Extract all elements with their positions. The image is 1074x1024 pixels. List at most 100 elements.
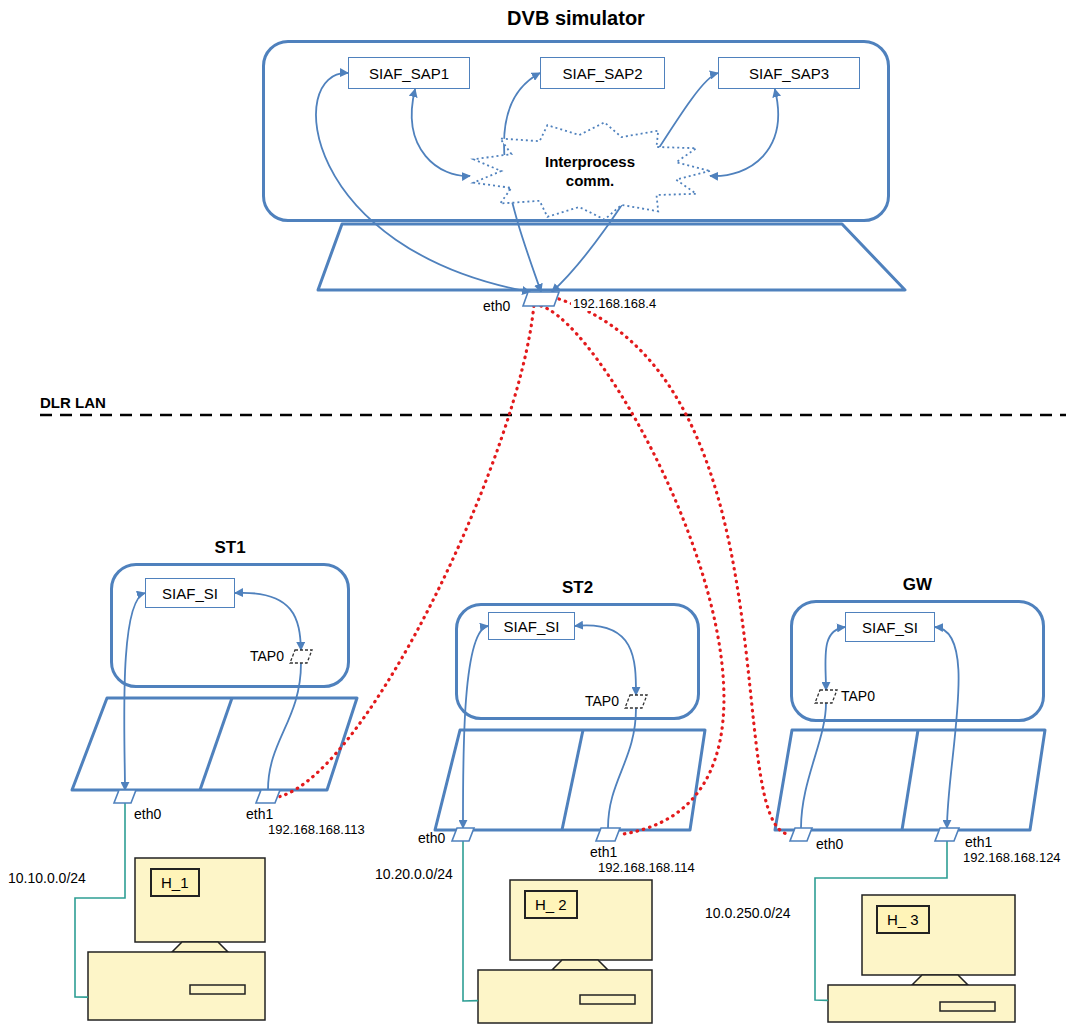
- subnet-label: 10.0.250.0/24: [705, 905, 791, 921]
- laptop-base: [435, 730, 705, 830]
- network-port: eth1192.168.168.113: [256, 790, 280, 803]
- port-shape: [935, 828, 959, 841]
- drive-slot: [940, 1002, 995, 1011]
- laptop-divider: [562, 730, 583, 830]
- ip-address: 192.168.168.113: [266, 822, 367, 837]
- tap-outline: [290, 650, 312, 663]
- process-label: SIAF_SAP3: [749, 65, 829, 82]
- ip-address: 192.168.168.4: [571, 296, 658, 311]
- process-box: SIAF_SI: [845, 612, 935, 642]
- lan-cable: [463, 841, 478, 1001]
- data-flow: [124, 593, 145, 790]
- tap-shape: [290, 650, 312, 663]
- process-label: SIAF_SI: [162, 585, 218, 602]
- process-box: SIAF_SI: [145, 578, 235, 608]
- network-name: DLR LAN: [40, 394, 106, 411]
- port-shape: [596, 828, 620, 841]
- tap-shape: [815, 690, 837, 703]
- process-box: SIAF_SAP1: [348, 57, 470, 89]
- data-flow: [575, 625, 636, 695]
- ip-address: 192.168.168.124: [961, 850, 1063, 865]
- pc-case: [828, 985, 1015, 1022]
- network-port: eth1192.168.168.124: [935, 828, 959, 841]
- process-box: SIAF_SAP3: [718, 57, 860, 89]
- process-box: SIAF_SAP2: [540, 57, 665, 89]
- tap-interface: TAP0: [290, 650, 312, 663]
- port-outline: [596, 828, 620, 841]
- pc-case: [88, 952, 265, 1020]
- monitor-stand: [552, 960, 608, 970]
- port-outline: [790, 828, 812, 841]
- drive-slot: [580, 995, 635, 1004]
- data-flow: [608, 708, 636, 828]
- station-screen: ST2SIAF_SITAP0: [455, 603, 700, 720]
- lan-cable: [75, 803, 125, 997]
- monitor: [510, 880, 652, 960]
- port-shape: [114, 790, 136, 803]
- ipc-cloud: Interprocess comm.: [470, 122, 710, 220]
- process-label: SIAF_SAP2: [562, 65, 642, 82]
- data-flow: [825, 627, 845, 690]
- network-port: eth1192.168.168.114: [596, 828, 620, 841]
- host-name: H_1: [150, 868, 200, 897]
- interface-name: eth1: [965, 834, 992, 850]
- monitor-stand: [172, 942, 228, 952]
- port-outline: [256, 790, 280, 803]
- monitor: [862, 895, 1015, 975]
- laptop-divider: [200, 698, 232, 790]
- subnet-label: 10.10.0.0/24: [8, 870, 86, 886]
- laptop-base: [318, 224, 905, 290]
- tap-shape: [625, 695, 647, 708]
- station-screen: ST1SIAF_SITAP0: [110, 563, 350, 688]
- network-port: eth0: [790, 828, 812, 841]
- interface-name: eth1: [590, 844, 617, 860]
- host-name: H_ 3: [876, 905, 930, 934]
- port-outline: [935, 828, 959, 841]
- device-heading: ST1: [113, 538, 347, 558]
- interface-name: TAP0: [585, 693, 619, 709]
- port-outline: [114, 790, 136, 803]
- interface-name: TAP0: [841, 688, 875, 704]
- port-outline: [452, 828, 474, 841]
- gateway-screen: GWSIAF_SITAP0: [790, 600, 1045, 722]
- interface-name: eth0: [418, 830, 445, 846]
- process-label: SIAF_SAP1: [369, 65, 449, 82]
- interface-name: eth0: [816, 836, 843, 852]
- tap-outline: [815, 690, 837, 703]
- interface-name: eth1: [246, 806, 273, 822]
- monitor-stand: [912, 975, 968, 985]
- monitor: [135, 858, 265, 942]
- network-port: eth0: [114, 790, 136, 803]
- data-flow: [268, 663, 301, 790]
- tap-outline: [625, 695, 647, 708]
- interface-name: eth0: [134, 806, 161, 822]
- host-name: H_ 2: [524, 890, 578, 919]
- data-flow: [412, 89, 470, 176]
- tap-interface: TAP0: [625, 695, 647, 708]
- interface-name: eth0: [483, 298, 510, 314]
- ip-address: 192.168.168.114: [596, 860, 697, 875]
- data-flow: [463, 626, 488, 828]
- laptop-divider: [902, 730, 918, 830]
- host-computer: H_ 3: [828, 893, 1018, 1024]
- host-computer: H_1: [88, 856, 268, 1022]
- port-shape: [790, 828, 812, 841]
- process-label: SIAF_SI: [862, 619, 918, 636]
- interface-name: TAP0: [250, 648, 284, 664]
- lan-boundary: [40, 414, 1066, 417]
- data-flow: [935, 627, 959, 828]
- data-flow: [235, 593, 301, 650]
- device-heading: ST2: [458, 578, 697, 598]
- data-flow: [710, 89, 778, 176]
- satellite-link: [559, 299, 790, 835]
- port-shape: [256, 790, 280, 803]
- lan-cable: [815, 841, 947, 1000]
- device-heading: GW: [793, 575, 1042, 595]
- host-computer: H_ 2: [478, 878, 654, 1024]
- process-box: SIAF_SI: [488, 612, 575, 640]
- cloud-shape: [474, 122, 711, 219]
- device-heading: DVB simulator: [265, 7, 887, 30]
- simulator-screen: DVB simulatorSIAF_SAP1SIAF_SAP2SIAF_SAP3…: [262, 40, 890, 222]
- satellite-link: [541, 306, 724, 835]
- subnet-label: 10.20.0.0/24: [375, 866, 453, 882]
